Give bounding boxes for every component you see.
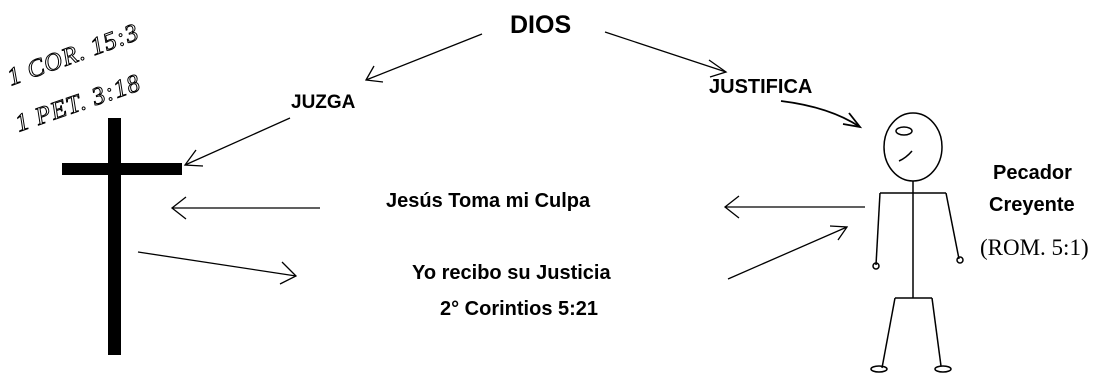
believer-label: Creyente — [989, 194, 1075, 216]
believer-stick-figure-icon — [870, 112, 964, 373]
reference-main-label: 2° Corintios 5:21 — [440, 298, 599, 320]
god-label: DIOS — [510, 11, 572, 39]
arrow-god-to-justifies — [604, 31, 728, 78]
arrow-justifies-to-believer — [780, 100, 863, 129]
arrow-judges-to-cross — [183, 117, 291, 167]
arrow-guilt-to-cross — [170, 196, 320, 220]
arrow-believer-to-guilt — [723, 195, 865, 219]
sinner-reference-label: (ROM. 5:1) — [980, 235, 1089, 260]
justifies-label: JUSTIFICA — [709, 76, 813, 98]
guilt-label: Jesús Toma mi Culpa — [386, 190, 591, 212]
sinner-label: Pecador — [993, 162, 1072, 184]
arrow-receive-to-believer — [727, 225, 849, 280]
cross-icon — [62, 118, 182, 355]
arrow-cross-to-receive — [137, 251, 298, 285]
judges-label: JUZGA — [291, 92, 356, 113]
receive-label: Yo recibo su Justicia — [412, 262, 611, 284]
arrow-god-to-judges — [364, 33, 483, 83]
